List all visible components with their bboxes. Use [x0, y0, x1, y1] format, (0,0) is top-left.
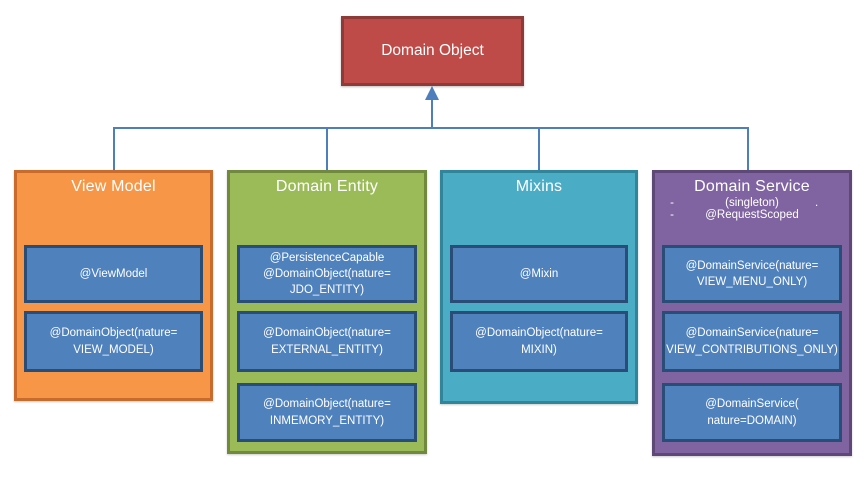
annotation-box: @DomainService(nature= VIEW_CONTRIBUTION…: [662, 311, 842, 372]
group-domain-entity: Domain Entity @PersistenceCapable @Domai…: [227, 170, 427, 454]
bullet-text: @RequestScoped: [705, 209, 799, 221]
bullet-suffix: .: [815, 197, 819, 209]
annotation-box: @DomainObject(nature= EXTERNAL_ENTITY): [237, 311, 417, 372]
annotation-box: @DomainObject(nature= VIEW_MODEL): [24, 311, 203, 372]
annotation-box: @DomainObject(nature= MIXIN): [450, 311, 628, 372]
bullet-dash: -: [670, 197, 674, 209]
group-title: Mixins: [515, 178, 563, 195]
group-title: Domain Service: [694, 178, 810, 195]
group-title: Domain Entity: [275, 178, 379, 195]
group-view-model: View Model @ViewModel @DomainObject(natu…: [14, 170, 213, 401]
group-domain-service: Domain Service - (singleton) . - @Reques…: [652, 170, 852, 456]
bullet-dash: -: [670, 209, 674, 221]
annotation-box: @DomainService( nature=DOMAIN): [662, 383, 842, 442]
root-node-domain-object: Domain Object: [341, 16, 524, 86]
group-title: View Model: [71, 178, 156, 195]
bullet-text: (singleton): [725, 197, 779, 209]
annotation-box: @DomainObject(nature= INMEMORY_ENTITY): [237, 383, 417, 442]
annotation-box: @Mixin: [450, 245, 628, 303]
up-arrowhead-icon: [425, 86, 439, 100]
group-bullet-list: - (singleton) . - @RequestScoped: [655, 197, 849, 221]
annotation-box: @PersistenceCapable @DomainObject(nature…: [237, 245, 417, 303]
root-node-label: Domain Object: [381, 42, 484, 59]
bullet-request-scoped: - @RequestScoped: [655, 209, 849, 221]
annotation-box: @ViewModel: [24, 245, 203, 303]
annotation-box: @DomainService(nature= VIEW_MENU_ONLY): [662, 245, 842, 303]
bullet-singleton: - (singleton) .: [655, 197, 849, 209]
group-mixins: Mixins @Mixin @DomainObject(nature= MIXI…: [440, 170, 638, 404]
